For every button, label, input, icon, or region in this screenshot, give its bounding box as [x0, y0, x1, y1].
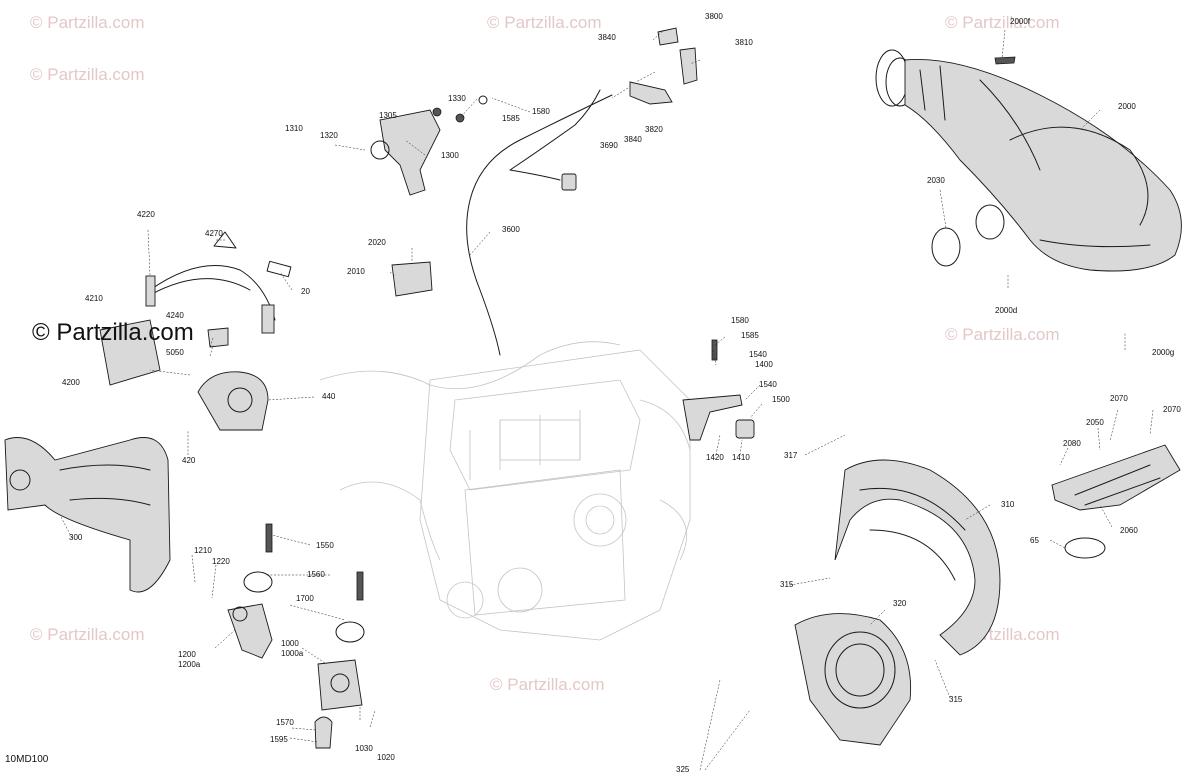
callout: 1570 — [276, 718, 294, 727]
callout: 1000a — [281, 649, 304, 658]
callout: 5050 — [166, 348, 184, 357]
connector-3810 — [679, 47, 698, 85]
watermark: © Partzilla.com — [30, 65, 145, 84]
callout: 440 — [322, 392, 336, 401]
cap-65 — [1064, 537, 1106, 559]
leader-lines — [59, 29, 1154, 771]
bracket-2060 — [1051, 444, 1181, 511]
callout: 3840 — [624, 135, 642, 144]
callout: 1400 — [755, 360, 773, 369]
callout: 2010 — [347, 267, 365, 276]
callout: 1550 — [316, 541, 334, 550]
callout: 320 — [893, 599, 907, 608]
mount-1500 — [682, 339, 755, 441]
callout: 2070 — [1110, 394, 1128, 403]
bracket-2010 — [391, 261, 433, 297]
callout: 325 — [676, 765, 690, 774]
callout: 4200 — [62, 378, 80, 387]
engine-outline-icon — [319, 341, 691, 641]
callout: 1030 — [355, 744, 373, 753]
clip-3800 — [657, 27, 679, 46]
callout: 1410 — [732, 453, 750, 462]
callout: 65 — [1030, 536, 1039, 545]
bracket-1300 — [370, 95, 488, 196]
callout: 2060 — [1120, 526, 1138, 535]
callout: 1420 — [706, 453, 724, 462]
callout: 4270 — [205, 229, 223, 238]
callout: 317 — [784, 451, 798, 460]
callout: 1560 — [307, 570, 325, 579]
ignition-coil-4200 — [99, 231, 292, 386]
mount-1000 — [314, 659, 363, 749]
air-intake-duct — [875, 49, 1182, 272]
callout: 1210 — [194, 546, 212, 555]
callout: 1310 — [285, 124, 303, 133]
callout: 1220 — [212, 557, 230, 566]
watermark: © Partzilla.com — [945, 13, 1060, 32]
callout: 1540 — [749, 350, 767, 359]
engine-mount-1200 — [227, 523, 365, 659]
partzilla-watermark: © Partzilla.com — [32, 319, 194, 346]
callout: 2000g — [1152, 348, 1174, 357]
callout: 4240 — [166, 311, 184, 320]
callout: 2080 — [1063, 439, 1081, 448]
callout: 2000f — [1010, 17, 1031, 26]
callout: 1200 — [178, 650, 196, 659]
callout: 3820 — [645, 125, 663, 134]
callout: 2020 — [368, 238, 386, 247]
clamp-2030 — [931, 204, 1005, 267]
callout: 2070 — [1163, 405, 1181, 414]
callout: 2050 — [1086, 418, 1104, 427]
callout: 1500 — [772, 395, 790, 404]
callout: 1585 — [502, 114, 520, 123]
callout: 3690 — [600, 141, 618, 150]
cover-310 — [834, 459, 1001, 656]
callout: 3840 — [598, 33, 616, 42]
callout: 2000 — [1118, 102, 1136, 111]
callout: 1585 — [741, 331, 759, 340]
watermark: © Partzilla.com — [30, 13, 145, 32]
callout: 3810 — [735, 38, 753, 47]
watermark: © Partzilla.com — [945, 325, 1060, 344]
bracket-3820 — [629, 81, 673, 105]
callout: 1000 — [281, 639, 299, 648]
callout: 1305 — [379, 111, 397, 120]
callout: 1700 — [296, 594, 314, 603]
callout: 1580 — [731, 316, 749, 325]
callout-labels: 3800 3840 3810 3820 3840 3690 2000f 2000… — [62, 12, 1181, 774]
callout: 315 — [949, 695, 963, 704]
callout: 20 — [301, 287, 310, 296]
callout: 1580 — [532, 107, 550, 116]
callout: 2000d — [995, 306, 1017, 315]
wiring-harness-3600 — [466, 89, 613, 356]
callout: 2030 — [927, 176, 945, 185]
callout: 1330 — [448, 94, 466, 103]
callout: 1020 — [377, 753, 395, 762]
cover-320 — [794, 613, 912, 746]
callout: 420 — [182, 456, 196, 465]
callout: 315 — [780, 580, 794, 589]
callout: 1540 — [759, 380, 777, 389]
callout: 3600 — [502, 225, 520, 234]
callout: 4220 — [137, 210, 155, 219]
callout: 300 — [69, 533, 83, 542]
callout: 4210 — [85, 294, 103, 303]
callout: 1320 — [320, 131, 338, 140]
callout: 1200a — [178, 660, 201, 669]
watermark: © Partzilla.com — [30, 625, 145, 644]
sensor-440 — [197, 371, 269, 431]
figure-reference: 10MD100 — [5, 754, 49, 765]
callout: 3800 — [705, 12, 723, 21]
callout: 310 — [1001, 500, 1015, 509]
watermark: © Partzilla.com — [487, 13, 602, 32]
watermark: © Partzilla.com — [490, 675, 605, 694]
callout: 1595 — [270, 735, 288, 744]
callout: 1300 — [441, 151, 459, 160]
shield-300 — [4, 437, 171, 593]
